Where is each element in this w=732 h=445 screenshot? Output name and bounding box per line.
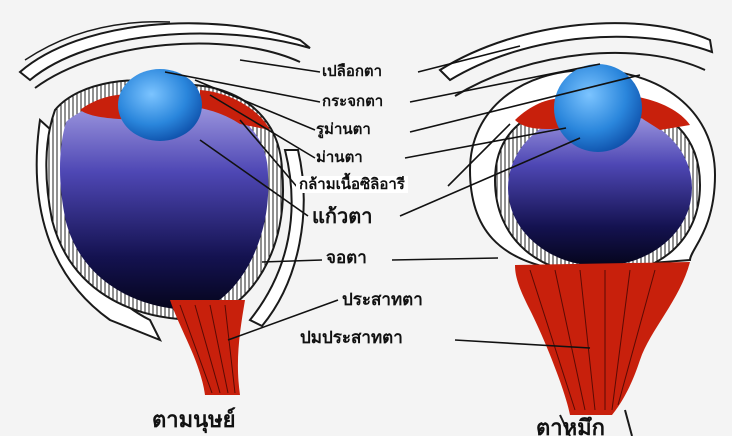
squid-eye xyxy=(440,23,715,436)
label-ciliary-muscle: กล้ามเนื้อซิลิอารี xyxy=(296,176,408,193)
human-eye xyxy=(20,22,310,395)
label-lens: แก้วตา xyxy=(312,206,372,226)
label-retina: จอตา xyxy=(326,250,367,267)
label-cornea: กระจกตา xyxy=(322,94,383,109)
squid-optic-nerve xyxy=(515,262,690,415)
label-optic-nerve: ประสาทตา xyxy=(342,292,423,309)
label-optic-disc: ปมประสาทตา xyxy=(300,330,403,347)
caption-human-eye: ตามนุษย์ xyxy=(152,402,236,437)
caption-squid-eye: ตาหมึก xyxy=(536,410,605,445)
human-lens xyxy=(118,69,202,141)
eye-comparison-diagram: เปลือกตา กระจกตา รูม่านตา ม่านตา กล้ามเน… xyxy=(0,0,732,436)
label-eyelid: เปลือกตา xyxy=(322,64,382,79)
label-pupil: รูม่านตา xyxy=(316,122,371,137)
label-iris: ม่านตา xyxy=(316,150,363,165)
